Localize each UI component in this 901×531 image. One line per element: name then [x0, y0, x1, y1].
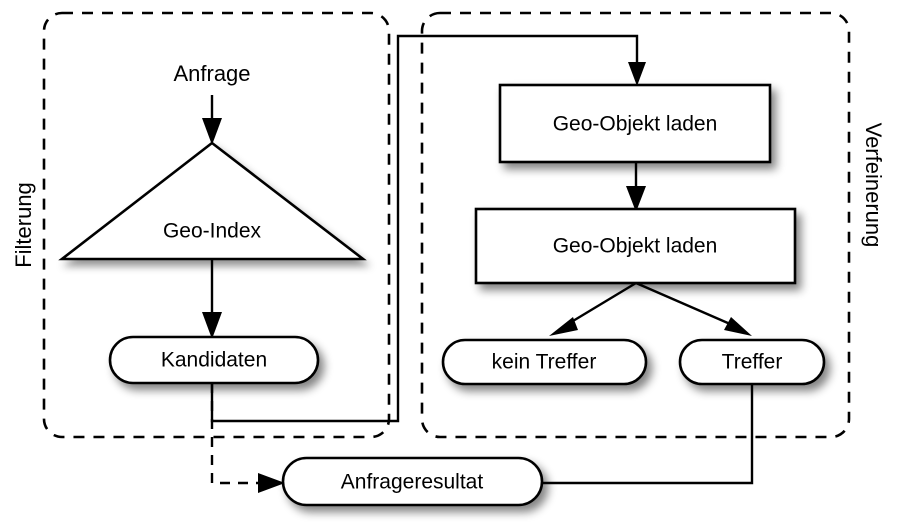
group-filterung: Filterung [11, 11, 391, 439]
arrow-head-into-geo-objekt-laden-1 [628, 62, 646, 86]
edge-geo-objekt-laden-2-to-kein-treffer [549, 281, 637, 336]
kandidaten-pill [108, 335, 320, 385]
geo-objekt-laden-1-box [498, 83, 772, 164]
kein-treffer-label: kein Treffer [492, 351, 597, 374]
arrow-head-into-geo-objekt-laden-2 [626, 186, 646, 212]
edge-geo-objekt-laden-1-to-2 [626, 162, 646, 212]
anfrage-label: Anfrage [173, 61, 250, 86]
group-verfeinerung-border [420, 11, 851, 439]
node-kein-treffer[interactable]: kein Treffer [441, 338, 648, 386]
node-kandidaten[interactable]: Kandidaten [108, 335, 320, 385]
anfrageresultat-pill [281, 456, 544, 507]
treffer-label: Treffer [722, 351, 783, 374]
node-treffer[interactable]: Treffer [678, 338, 826, 386]
geo-objekt-laden-1-label: Geo-Objekt laden [553, 113, 718, 136]
node-anfrageresultat[interactable]: Anfrageresultat [281, 456, 544, 507]
arrow-head-into-geo-index [202, 118, 222, 145]
geo-objekt-laden-2-label: Geo-Objekt laden [553, 235, 718, 258]
arrow-head-into-treffer [724, 317, 752, 336]
node-geo-objekt-laden-1[interactable]: Geo-Objekt laden [498, 83, 772, 164]
kandidaten-label: Kandidaten [161, 349, 267, 372]
edge-anfrage-to-geo-index [202, 95, 222, 145]
arrow-head-into-anfrageresultat [258, 473, 285, 493]
group-filterung-border [42, 11, 391, 439]
edge-geo-index-to-kandidaten [202, 259, 222, 339]
edge-treffer-to-anfrageresultat [540, 384, 754, 485]
anfrageresultat-label: Anfrageresultat [341, 471, 484, 494]
group-filterung-label: Filterung [11, 182, 36, 268]
edge-geo-objekt-laden-2-to-treffer [635, 281, 752, 336]
group-verfeinerung: Verfeinerung [420, 11, 886, 439]
group-verfeinerung-label: Verfeinerung [861, 123, 886, 248]
arrow-head-into-kandidaten [202, 312, 222, 339]
node-geo-index[interactable]: Geo-Index [58, 141, 367, 261]
kein-treffer-pill [441, 338, 648, 386]
edge-kandidaten-to-anfrageresultat [210, 383, 285, 493]
node-geo-objekt-laden-2[interactable]: Geo-Objekt laden [474, 207, 797, 285]
geo-objekt-laden-2-box [474, 207, 797, 285]
arrow-head-into-kein-treffer [549, 317, 578, 336]
geo-index-label: Geo-Index [163, 220, 262, 243]
edge-kandidaten-to-geo-objekt-laden-1 [210, 34, 646, 423]
